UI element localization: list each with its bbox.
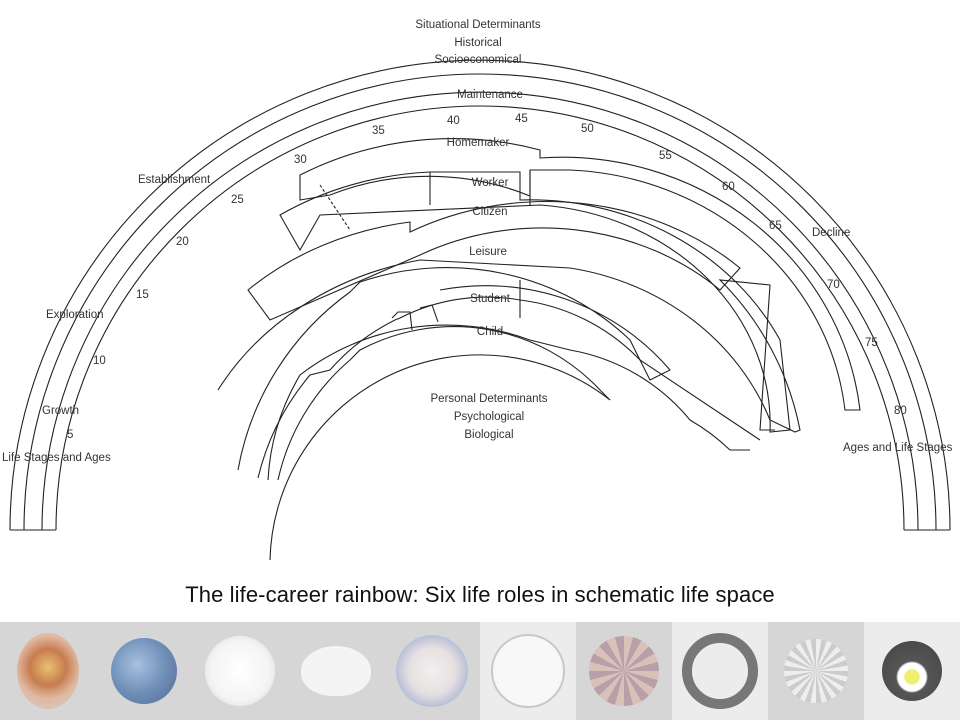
- white-bowl-thumbnail: [288, 622, 384, 720]
- role-band-arcs: [217, 138, 861, 560]
- stage-label-growth: Growth: [42, 405, 79, 417]
- role-label-child: Child: [477, 326, 503, 338]
- frying-pan-thumbnail: [864, 622, 960, 720]
- age-label-45: 45: [515, 113, 528, 125]
- footer-label-personal: Personal Determinants: [431, 393, 548, 405]
- slide-caption: The life-career rainbow: Six life roles …: [185, 582, 775, 607]
- age-label-5: 5: [67, 429, 73, 441]
- life-career-rainbow-diagram: Situational Determinants Historical Soci…: [2, 19, 953, 560]
- age-label-65: 65: [769, 220, 782, 232]
- age-label-40: 40: [447, 115, 460, 127]
- age-label-70: 70: [827, 279, 840, 291]
- saw-blade-thumbnail: [768, 622, 864, 720]
- stage-label-maintenance: Maintenance: [457, 89, 523, 101]
- age-label-25: 25: [231, 194, 244, 206]
- left-axis-label: Life Stages and Ages: [2, 452, 111, 464]
- age-label-15: 15: [136, 289, 149, 301]
- child-band: [267, 324, 750, 481]
- stage-label-decline: Decline: [812, 227, 850, 239]
- stage-label-exploration: Exploration: [46, 309, 104, 321]
- homemaker-band: [299, 138, 861, 411]
- age-label-30: 30: [294, 154, 307, 166]
- age-label-75: 75: [865, 337, 878, 349]
- role-label-homemaker: Homemaker: [447, 137, 510, 149]
- age-label-55: 55: [659, 150, 672, 162]
- stage-label-establishment: Establishment: [138, 174, 211, 186]
- thumbnail-strip: [0, 622, 960, 720]
- footer-label-psychological: Psychological: [454, 411, 524, 423]
- age-label-20: 20: [176, 236, 189, 248]
- age-label-80: 80: [894, 405, 907, 417]
- age-label-50: 50: [581, 123, 594, 135]
- age-label-60: 60: [722, 181, 735, 193]
- role-label-leisure: Leisure: [469, 246, 507, 258]
- role-label-student: Student: [470, 293, 510, 305]
- stage-band-arcs: [9, 59, 951, 531]
- student-band: [257, 296, 761, 479]
- role-label-worker: Worker: [472, 177, 509, 189]
- footer-label-biological: Biological: [464, 429, 513, 441]
- right-axis-label: Ages and Life Stages: [843, 442, 953, 454]
- vote-button-thumbnail: [384, 622, 480, 720]
- citizen-band: [247, 201, 741, 321]
- ring-thumbnail: [672, 622, 768, 720]
- leisure-band: [217, 259, 801, 433]
- brain-scan-thumbnail: [0, 622, 96, 720]
- lamp-thumbnail: [192, 622, 288, 720]
- age-label-10: 10: [93, 355, 106, 367]
- header-label-situational: Situational Determinants: [415, 19, 541, 31]
- rose-window-thumbnail: [576, 622, 672, 720]
- globe-thumbnail: [96, 622, 192, 720]
- age-label-35: 35: [372, 125, 385, 137]
- role-label-citizen: Citizen: [472, 206, 507, 218]
- tambourine-thumbnail: [480, 622, 576, 720]
- worker-band: [279, 171, 791, 433]
- header-label-socioeconomical: Socioeconomical: [435, 54, 522, 66]
- header-label-historical: Historical: [454, 37, 501, 49]
